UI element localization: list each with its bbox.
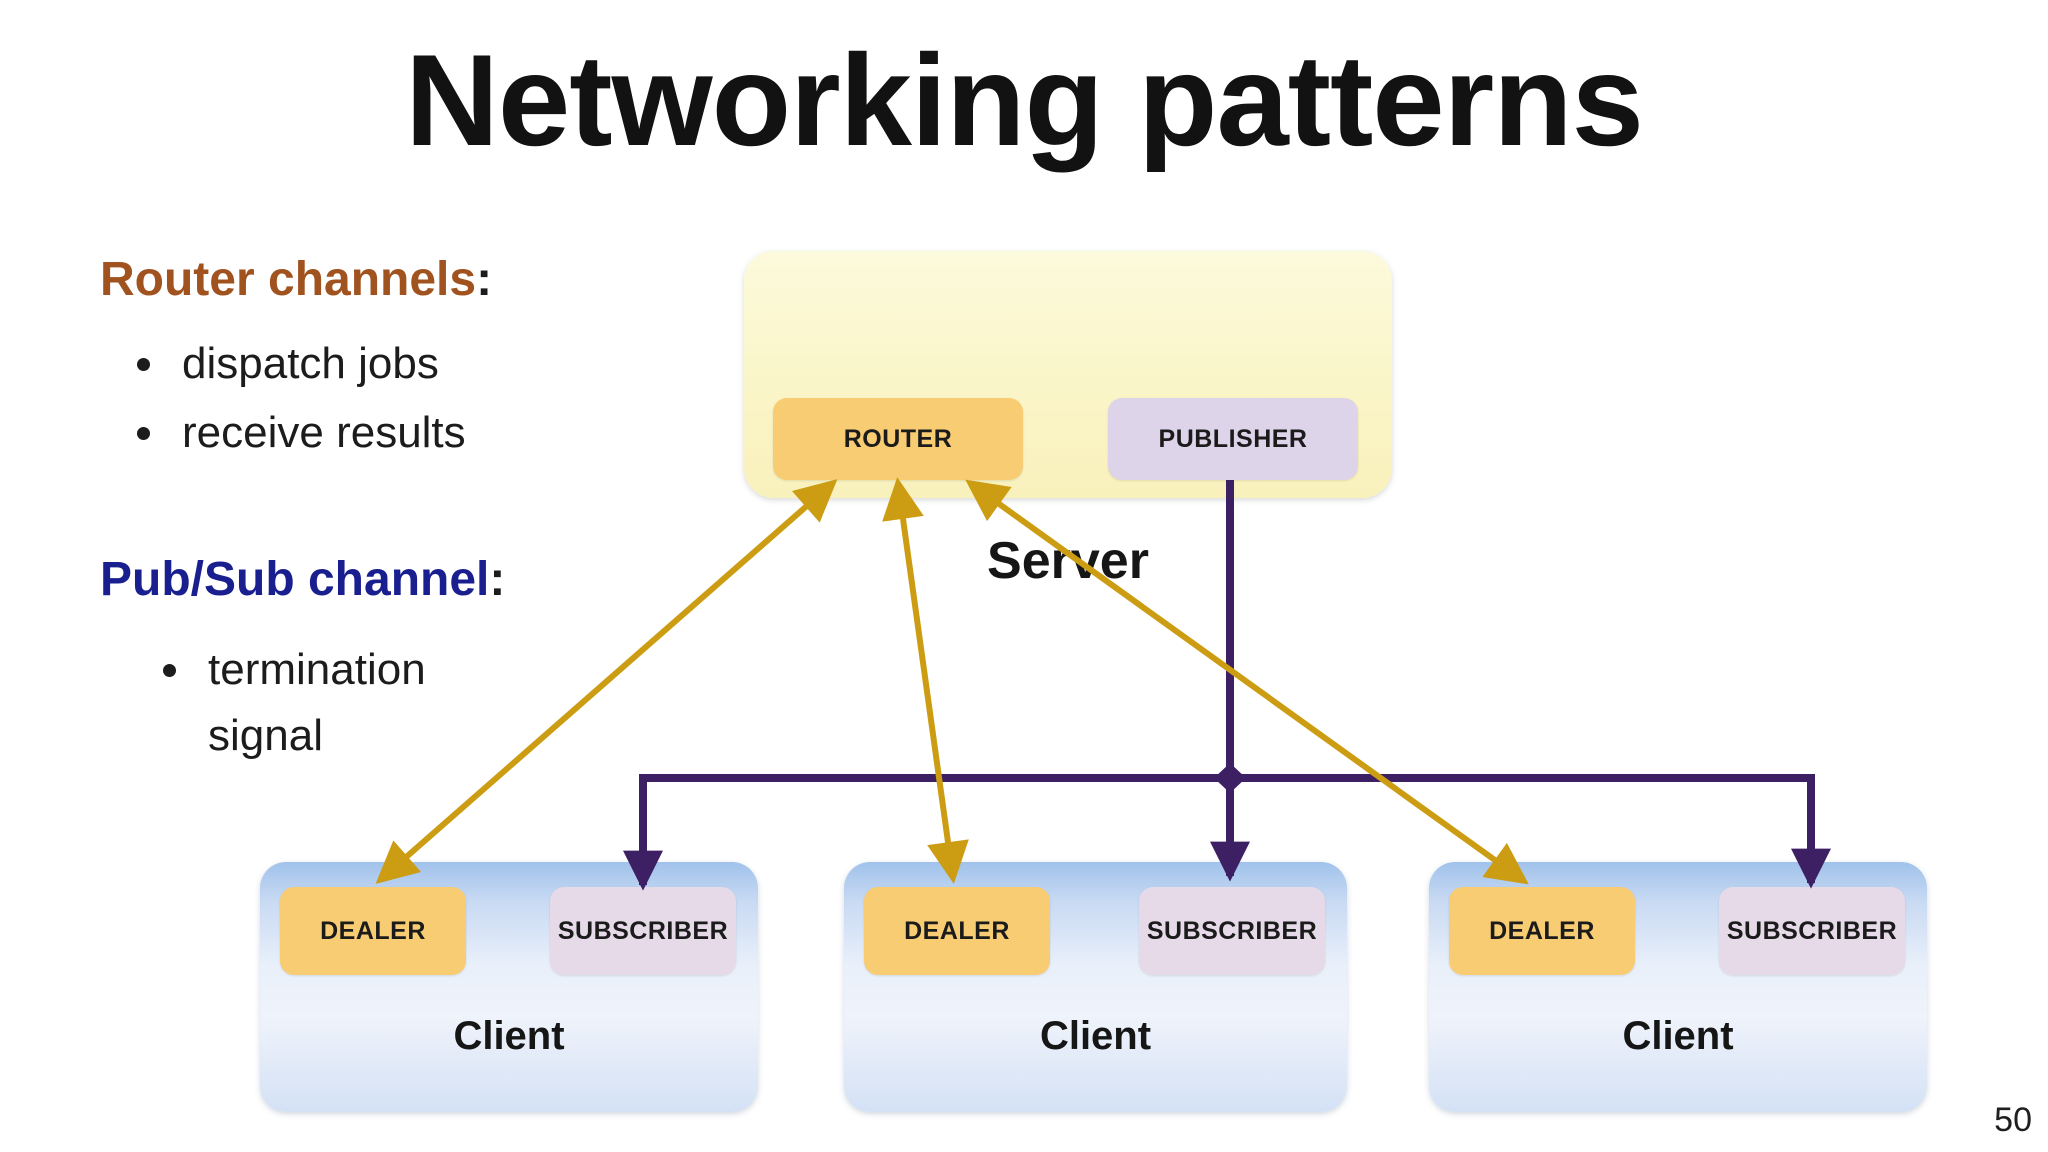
pubsub-channel-list: termination signal	[100, 637, 580, 769]
router-channels-heading: Router channels:	[100, 252, 580, 307]
list-item-dispatch-jobs: dispatch jobs	[170, 333, 580, 395]
publisher-socket: PUBLISHER	[1108, 398, 1358, 480]
subscriber-socket-2: SUBSCRIBER	[1139, 887, 1325, 975]
client-label-1: Client	[453, 1014, 565, 1058]
router-channels-list: dispatch jobs receive results	[100, 333, 580, 464]
pubsub-channel-colon: :	[489, 553, 506, 607]
pubsub-channel-heading-text: Pub/Sub channel	[100, 553, 490, 607]
router-channels-colon: :	[476, 253, 493, 306]
client-box-3: DEALER SUBSCRIBER Client	[1429, 862, 1927, 1112]
router-channels-heading-text: Router channels	[100, 253, 477, 306]
subscriber-socket-3: SUBSCRIBER	[1719, 887, 1905, 975]
client-label-2: Client	[1039, 1014, 1152, 1058]
pubsub-channel-heading: Pub/Sub channel:	[100, 552, 580, 607]
server-label: Server	[987, 532, 1149, 590]
notes-panel: Router channels: dispatch jobs receive r…	[100, 252, 580, 775]
list-item-termination-signal: termination signal	[196, 637, 470, 769]
client-box-2: DEALER SUBSCRIBER Client	[844, 862, 1347, 1112]
dealer-socket-3: DEALER	[1449, 887, 1635, 975]
slide-title: Networking patterns	[405, 27, 1644, 173]
page-number: 50	[1994, 1101, 2032, 1139]
dealer-socket-1: DEALER	[280, 887, 466, 975]
router-socket: ROUTER	[773, 398, 1023, 480]
client-label-3: Client	[1622, 1014, 1734, 1058]
client-box-1: DEALER SUBSCRIBER Client	[260, 862, 758, 1112]
dealer-socket-2: DEALER	[864, 887, 1050, 975]
subscriber-socket-1: SUBSCRIBER	[550, 887, 736, 975]
pubsub-junction-node	[1214, 763, 1246, 793]
list-item-receive-results: receive results	[170, 402, 580, 464]
